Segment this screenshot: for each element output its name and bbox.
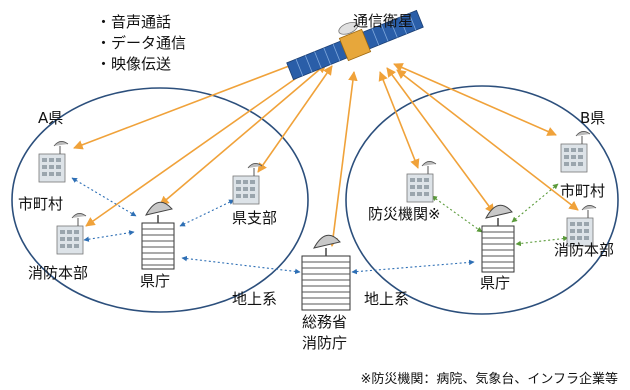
central-office-label-line1: 総務省 xyxy=(302,313,348,331)
prefectural-office-a-tower-icon xyxy=(141,201,175,270)
fire-hq-a-building-icon xyxy=(56,212,87,255)
branch-office-a-building-icon xyxy=(232,162,263,205)
prefectural-office-b-tower-icon xyxy=(481,204,515,273)
terrestrial-right-label: 地上系 xyxy=(364,290,410,308)
disaster-org-b-building-icon xyxy=(406,160,437,203)
municipality-a-label: 市町村 xyxy=(18,195,64,213)
satellite-label: 通信衛星 xyxy=(353,12,414,30)
service-item: ・音声通話 xyxy=(96,13,172,31)
municipality-b-building-icon xyxy=(560,130,591,173)
disaster-org-b-label: 防災機関※ xyxy=(368,205,441,223)
branch-office-a-label: 県支部 xyxy=(232,209,278,227)
fire-hq-b-building-icon xyxy=(566,204,597,247)
prefectural-office-a-label: 県庁 xyxy=(140,272,171,290)
terrestrial-left-label: 地上系 xyxy=(232,290,278,308)
fire-hq-b-label: 消防本部 xyxy=(554,241,615,259)
ground-link-central-b xyxy=(351,259,475,275)
prefectural-office-b-label: 県庁 xyxy=(480,274,511,292)
prefecture-b-label: B県 xyxy=(580,109,606,127)
fire-hq-a-label: 消防本部 xyxy=(28,264,89,282)
service-item: ・データ通信 xyxy=(96,34,187,52)
prefecture-a-label: A県 xyxy=(38,109,64,127)
satellite-links xyxy=(73,53,579,247)
central-office-label-line2: 消防庁 xyxy=(302,334,348,352)
service-item: ・映像伝送 xyxy=(96,55,172,73)
municipality-b-label: 市町村 xyxy=(560,182,606,200)
satellite-icon xyxy=(286,9,424,81)
ground-links-b xyxy=(431,183,569,247)
service-list: ・音声通話 ・データ通信 ・映像伝送 xyxy=(96,12,186,75)
central-office-tower-icon xyxy=(301,234,351,311)
ground-links-a xyxy=(71,177,301,275)
municipality-a-building-icon xyxy=(38,140,69,183)
footnote: ※防災機関：病院、気象台、インフラ企業等 xyxy=(360,372,618,387)
